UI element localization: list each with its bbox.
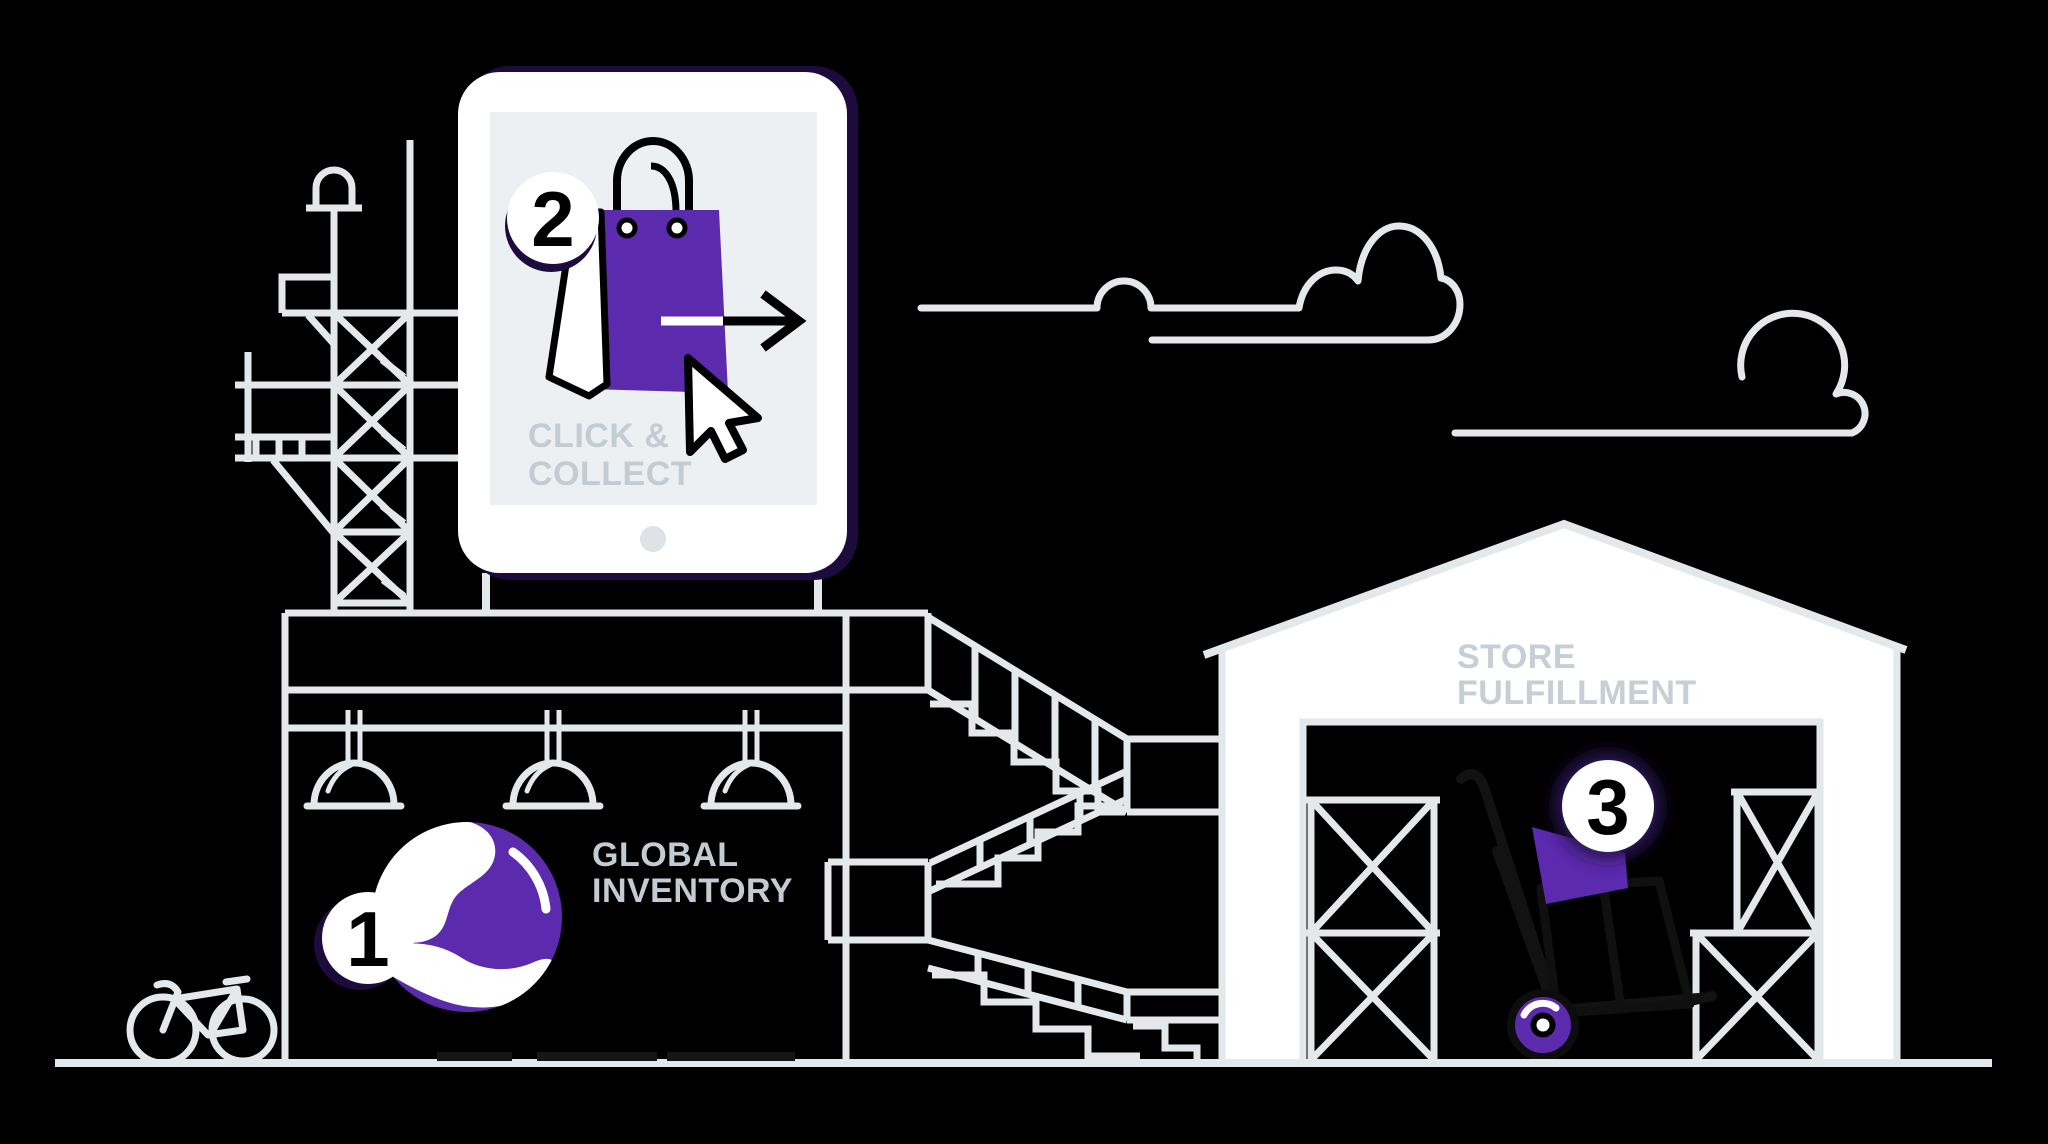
shadow-strip <box>537 1052 657 1061</box>
radio-tower-icon <box>235 140 458 613</box>
badge-2: 2 <box>505 172 599 272</box>
store-fulfillment-label-line2: FULFILLMENT <box>1457 674 1697 712</box>
cursor-icon <box>684 354 762 463</box>
staircase-icon <box>824 614 1222 1062</box>
globe-highlight <box>508 847 551 914</box>
click-collect-label-line1: CLICK & <box>528 417 669 455</box>
globe-icon <box>372 822 562 1012</box>
stair-rails <box>824 614 1222 1024</box>
lamp-highlights <box>325 762 751 794</box>
bag-handle <box>613 137 693 212</box>
bicycle-icon <box>126 975 278 1067</box>
bag-body <box>587 210 728 393</box>
tower-rungs <box>235 309 458 607</box>
arrow-right-icon <box>661 290 807 352</box>
shopping-bag-icon <box>545 137 728 400</box>
tablet-icon: 2 CLICK & COLLECT <box>458 66 858 612</box>
global-inventory-label-line1: GLOBAL <box>592 836 739 874</box>
lamp-stems <box>345 710 760 762</box>
badge-number-2: 2 <box>531 175 574 263</box>
warehouse-walls <box>1222 525 1897 1062</box>
clouds <box>917 222 1869 437</box>
tower-box <box>278 273 334 313</box>
ground-shadow-strips <box>437 1052 795 1061</box>
purple-parcel <box>1532 827 1628 904</box>
wheel-highlight <box>1520 999 1560 1019</box>
tower-struts <box>270 312 339 539</box>
storage-rack-icon <box>1305 796 1440 1063</box>
hand-truck-icon <box>1456 769 1717 1061</box>
hand-truck-frame <box>1456 769 1717 1016</box>
global-inventory-building: 1 GLOBAL INVENTORY <box>281 609 932 1060</box>
hand-truck-crate <box>1536 876 1695 1018</box>
warehouse-wall-edges <box>1218 647 1901 1062</box>
badge-3: 3 <box>1554 752 1662 860</box>
building-outline <box>281 609 932 1060</box>
badge-circle <box>507 172 599 264</box>
bike-front-wheel <box>126 993 200 1067</box>
bag-eyelet <box>666 217 688 239</box>
global-inventory-label-line2: INVENTORY <box>592 872 793 910</box>
stair-steps <box>930 700 1201 1062</box>
badge-circle <box>1562 760 1654 852</box>
tower-ladder <box>235 352 334 462</box>
bag-handle-inner <box>650 162 680 213</box>
store-fulfillment-label-line1: STORE <box>1457 638 1576 676</box>
warehouse-icon: STORE FULFILLMENT 3 <box>1202 519 1908 1063</box>
tower-brace-ticks <box>379 357 407 599</box>
cloud-icon <box>917 222 1464 344</box>
tower-beacon <box>306 166 362 212</box>
cloud-icon <box>1451 309 1869 437</box>
ceiling-lamp-icon <box>303 759 802 810</box>
badge-number-3: 3 <box>1586 763 1629 851</box>
tower-x-bracing <box>331 310 413 606</box>
bike-frame <box>153 975 251 1039</box>
click-collect-label-line2: COLLECT <box>528 455 692 493</box>
ceiling-lamps <box>303 710 802 810</box>
bag-eyelet <box>616 217 638 239</box>
shadow-strip <box>667 1052 795 1061</box>
wheel-hub <box>1530 1012 1556 1038</box>
badge-1: 1 <box>314 892 414 990</box>
badge-number-1: 1 <box>346 895 389 983</box>
arrow-head <box>760 290 807 352</box>
shadow-strip <box>437 1052 512 1061</box>
home-button <box>640 526 666 552</box>
badge-circle <box>322 892 414 984</box>
warehouse-roof <box>1202 519 1908 659</box>
storage-rack-icon <box>1690 788 1822 1063</box>
